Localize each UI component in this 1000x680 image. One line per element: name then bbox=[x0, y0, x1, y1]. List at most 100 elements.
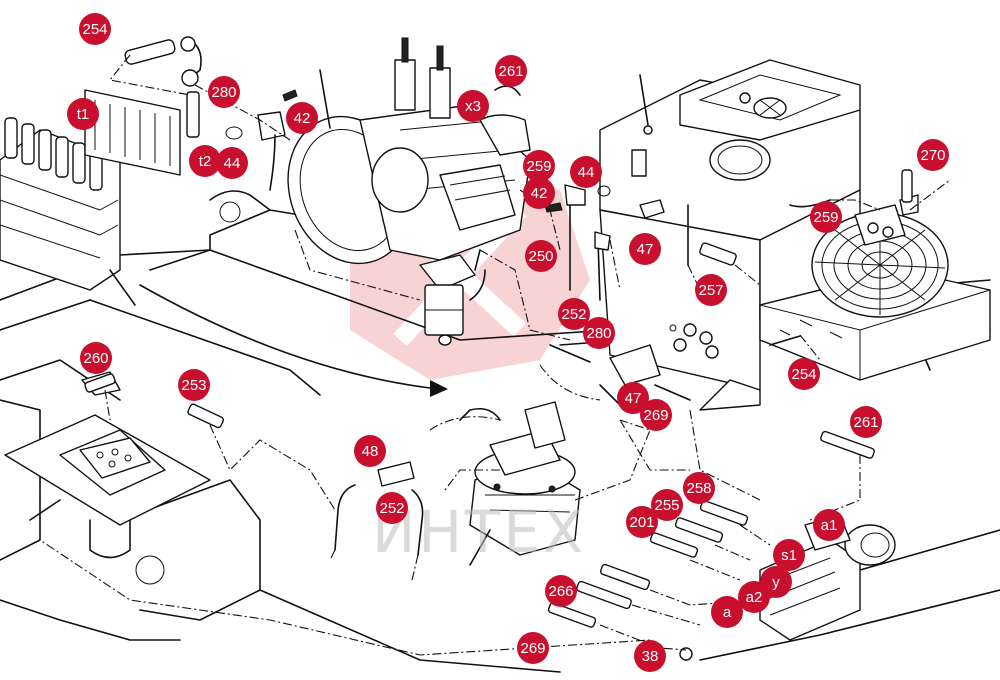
callout-280: 280 bbox=[208, 76, 240, 108]
callout-label: 48 bbox=[362, 443, 379, 460]
callout-label: 44 bbox=[224, 155, 241, 172]
callout-label: 201 bbox=[629, 514, 654, 531]
callout-label: 280 bbox=[211, 84, 236, 101]
callout-marker bbox=[525, 240, 557, 272]
callout-marker bbox=[558, 298, 590, 330]
callout-label: a2 bbox=[746, 589, 763, 606]
callout-253: 253 bbox=[178, 369, 210, 401]
callout-label: 42 bbox=[531, 185, 548, 202]
callout-a: a bbox=[711, 596, 743, 628]
callout-marker bbox=[850, 406, 882, 438]
callout-266: 266 bbox=[545, 575, 577, 607]
callout-label: 252 bbox=[379, 500, 404, 517]
callout-label: s1 bbox=[781, 547, 797, 564]
callout-47: 47 bbox=[617, 382, 649, 414]
control-valve-bank bbox=[0, 117, 136, 306]
main-pump bbox=[287, 37, 531, 265]
callout-250: 250 bbox=[525, 240, 557, 272]
callout-marker bbox=[617, 382, 649, 414]
callout-252: 252 bbox=[376, 492, 408, 524]
callout-a1: a1 bbox=[813, 509, 845, 541]
callout-label: 42 bbox=[294, 110, 311, 127]
callout-label: 47 bbox=[625, 390, 642, 407]
mounting-plate bbox=[4, 371, 225, 559]
callout-marker bbox=[711, 596, 743, 628]
swing-motor bbox=[459, 401, 581, 566]
callout-marker bbox=[523, 150, 555, 182]
callout-42: 42 bbox=[286, 102, 318, 134]
callout-marker bbox=[626, 506, 658, 538]
callout-marker bbox=[216, 147, 248, 179]
callout-label: 253 bbox=[181, 377, 206, 394]
callout-270: 270 bbox=[917, 139, 949, 171]
callout-label: 255 bbox=[654, 497, 679, 514]
callout-marker bbox=[634, 640, 666, 672]
callout-marker bbox=[683, 472, 715, 504]
callout-201: 201 bbox=[626, 506, 658, 538]
callout-marker bbox=[545, 575, 577, 607]
callout-label: 257 bbox=[698, 282, 723, 299]
hose-group-center bbox=[334, 461, 424, 556]
callout-t1: t1 bbox=[67, 98, 99, 130]
callout-259: 259 bbox=[810, 201, 842, 233]
callout-label: y bbox=[772, 574, 780, 591]
callout-marker bbox=[813, 509, 845, 541]
callout-label: t1 bbox=[77, 106, 90, 123]
callout-280: 280 bbox=[583, 317, 615, 349]
callout-marker bbox=[629, 233, 661, 265]
callout-marker bbox=[189, 145, 221, 177]
callout-label: 260 bbox=[83, 350, 108, 367]
callout-258: 258 bbox=[683, 472, 715, 504]
callout-a2: a2 bbox=[738, 581, 770, 613]
callout-label: 269 bbox=[643, 407, 668, 424]
callout-44: 44 bbox=[216, 147, 248, 179]
callout-x3: x3 bbox=[457, 90, 489, 122]
callout-s1: s1 bbox=[773, 539, 805, 571]
callout-label: 280 bbox=[586, 325, 611, 342]
callout-label: 252 bbox=[561, 306, 586, 323]
callout-44: 44 bbox=[570, 156, 602, 188]
callout-marker bbox=[738, 581, 770, 613]
callout-label: 266 bbox=[548, 583, 573, 600]
callout-261: 261 bbox=[850, 406, 882, 438]
callout-marker bbox=[178, 369, 210, 401]
callout-label: 269 bbox=[520, 640, 545, 657]
callout-269: 269 bbox=[640, 399, 672, 431]
callout-label: 47 bbox=[637, 241, 654, 258]
flow-arrow bbox=[139, 284, 448, 397]
callout-label: 259 bbox=[526, 158, 551, 175]
callout-label: 261 bbox=[498, 63, 523, 80]
callout-label: a bbox=[723, 604, 732, 621]
callout-label: 44 bbox=[578, 164, 595, 181]
callout-254: 254 bbox=[788, 358, 820, 390]
callout-259: 259 bbox=[523, 150, 555, 182]
oil-cooler bbox=[759, 194, 991, 381]
callout-marker bbox=[79, 13, 111, 45]
callout-t2: t2 bbox=[189, 145, 221, 177]
callout-marker bbox=[457, 90, 489, 122]
callout-42: 42 bbox=[523, 177, 555, 209]
callout-marker bbox=[810, 201, 842, 233]
callout-marker bbox=[651, 489, 683, 521]
callout-marker bbox=[640, 399, 672, 431]
callout-marker bbox=[354, 435, 386, 467]
callout-marker bbox=[917, 139, 949, 171]
callout-marker bbox=[286, 102, 318, 134]
callout-marker bbox=[80, 342, 112, 374]
callout-47: 47 bbox=[629, 233, 661, 265]
callout-marker bbox=[570, 156, 602, 188]
routing-lines bbox=[39, 54, 951, 656]
hydraulic-tank bbox=[599, 59, 861, 411]
callout-label: 254 bbox=[82, 21, 107, 38]
callout-label: 259 bbox=[813, 209, 838, 226]
callout-marker bbox=[695, 274, 727, 306]
callout-38: 38 bbox=[634, 640, 666, 672]
callout-marker bbox=[788, 358, 820, 390]
callout-252: 252 bbox=[558, 298, 590, 330]
callout-254: 254 bbox=[79, 13, 111, 45]
callout-label: 38 bbox=[642, 648, 659, 665]
callout-label: 261 bbox=[853, 414, 878, 431]
filter-assembly bbox=[419, 249, 486, 346]
